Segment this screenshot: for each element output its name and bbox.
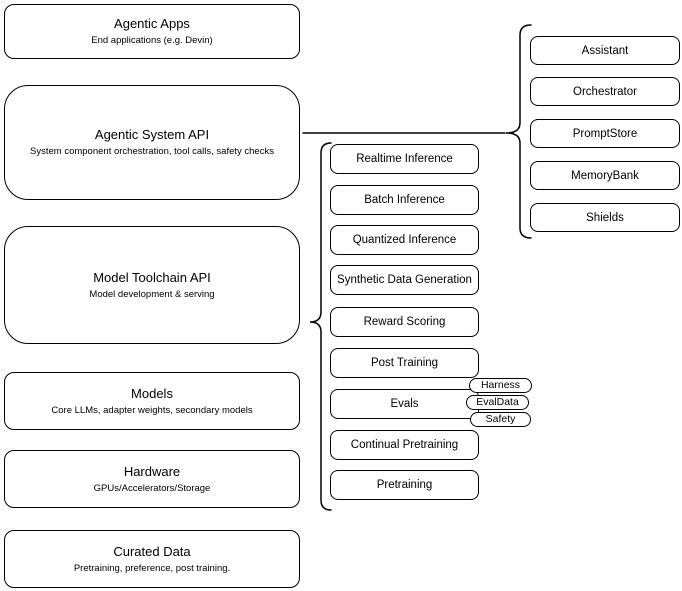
node-shields: Shields [530,203,680,232]
node-memorybank: MemoryBank [530,161,680,190]
layer-subtitle: Pretraining, preference, post training. [73,562,231,574]
layer-subtitle: Core LLMs, adapter weights, secondary mo… [51,404,253,416]
pill-evaldata: EvalData [466,395,529,410]
node-orchestrator: Orchestrator [530,77,680,106]
layer-title: Model Toolchain API [93,269,211,285]
layer-title: Curated Data [113,543,191,559]
pill-harness: Harness [469,378,532,393]
node-pretraining: Pretraining [330,470,479,500]
node-synthetic-data-generation: Synthetic Data Generation [330,265,479,295]
node-assistant: Assistant [530,36,680,65]
node-reward-scoring: Reward Scoring [330,307,479,337]
layer-title: Hardware [123,463,181,479]
layer-models: Models Core LLMs, adapter weights, secon… [4,372,300,430]
layer-agentic-apps: Agentic Apps End applications (e.g. Devi… [4,4,300,59]
layer-title: Agentic System API [94,127,210,142]
node-realtime-inference: Realtime Inference [330,144,479,174]
toolchain-brace [309,142,332,511]
layer-title: Models [131,385,173,401]
layer-agentic-system-api: Agentic System API System component orch… [4,85,300,200]
layer-subtitle: Model development & serving [89,288,215,300]
components-brace [505,24,532,239]
pill-safety: Safety [470,412,531,427]
layer-subtitle: End applications (e.g. Devin) [91,35,213,46]
node-batch-inference: Batch Inference [330,185,479,215]
node-post-training: Post Training [330,348,479,378]
node-quantized-inference: Quantized Inference [330,225,479,255]
layer-model-toolchain-api: Model Toolchain API Model development & … [4,226,300,344]
layer-subtitle: GPUs/Accelerators/Storage [93,482,211,494]
node-continual-pretraining: Continual Pretraining [330,430,479,460]
node-evals: Evals [330,389,479,419]
layer-curated-data: Curated Data Pretraining, preference, po… [4,530,300,588]
node-promptstore: PromptStore [530,119,680,148]
layer-hardware: Hardware GPUs/Accelerators/Storage [4,450,300,508]
layer-subtitle: System component orchestration, tool cal… [30,146,274,157]
layer-title: Agentic Apps [114,16,190,31]
